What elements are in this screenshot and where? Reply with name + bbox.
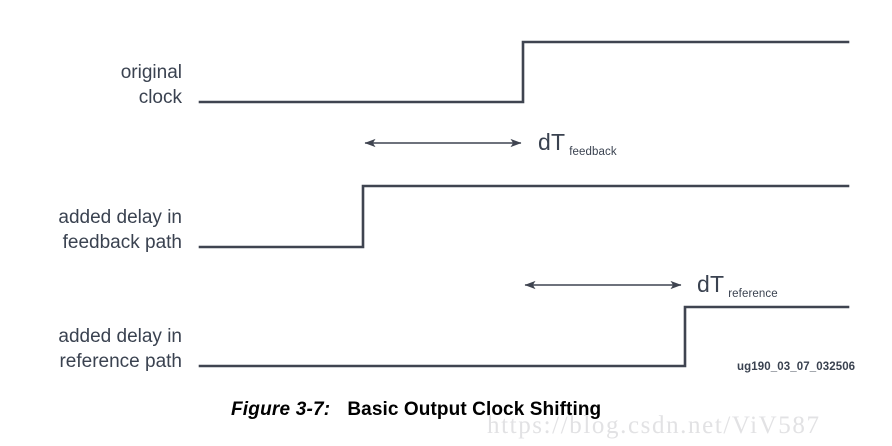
dt-feedback-main: dT bbox=[538, 129, 566, 155]
figure-caption-number: Figure 3-7: bbox=[231, 399, 331, 420]
signal-label-line1: added delay in bbox=[58, 326, 182, 347]
dt-reference-subscript: reference bbox=[728, 288, 778, 300]
signal-label-original-clock: original clock bbox=[121, 60, 182, 110]
signal-label-feedback-path: added delay in feedback path bbox=[58, 205, 182, 255]
waveform-reference-path bbox=[198, 305, 850, 368]
doc-id-text: ug190_03_07_032506 bbox=[737, 361, 856, 373]
figure-caption: Figure 3-7: Basic Output Clock Shifting bbox=[231, 399, 601, 421]
signal-label-line2: feedback path bbox=[62, 232, 182, 253]
signal-label-line2: clock bbox=[138, 87, 182, 108]
waveform-feedback-path bbox=[198, 184, 850, 249]
signal-label-line1: added delay in bbox=[58, 207, 182, 228]
watermark-text: https://blog.csdn.net/ViV587 bbox=[487, 412, 821, 439]
signal-label-line1: original bbox=[120, 62, 182, 83]
dt-feedback-subscript: feedback bbox=[569, 146, 617, 158]
dt-reference-main: dT bbox=[697, 271, 725, 297]
figure-caption-title: Basic Output Clock Shifting bbox=[347, 399, 602, 420]
waveform-original-clock bbox=[198, 40, 850, 104]
signal-label-reference-path: added delay in reference path bbox=[58, 324, 182, 374]
signal-label-line2: reference path bbox=[59, 351, 182, 372]
